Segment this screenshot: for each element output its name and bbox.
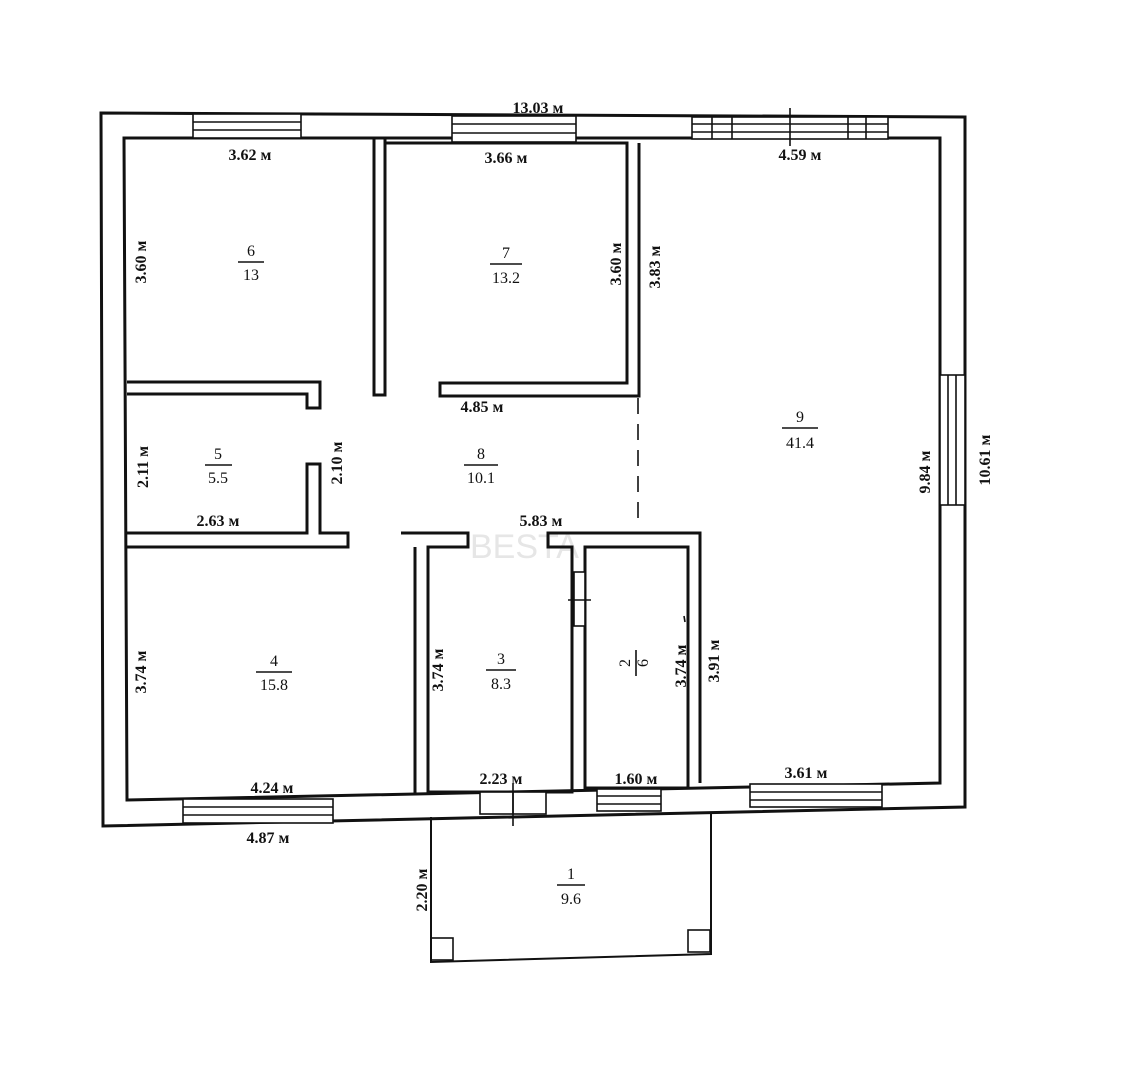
tick-mark bbox=[683, 615, 686, 623]
dim-room3-height: 3.74 м bbox=[430, 648, 447, 691]
outer-wall-outer bbox=[99, 111, 967, 828]
window-bottom-room9 bbox=[749, 783, 883, 808]
dim-top-total: 13.03 м bbox=[513, 100, 564, 117]
door-entrance bbox=[479, 784, 547, 826]
wall-room7 bbox=[385, 141, 641, 398]
room-number: 8 bbox=[477, 446, 485, 463]
room-number: 2 bbox=[617, 659, 634, 667]
dim-room5-width: 2.63 м bbox=[197, 513, 240, 530]
room-area: 13.2 bbox=[492, 270, 520, 287]
porch-post-right bbox=[687, 929, 711, 953]
dim-room9-lower: 3.91 м bbox=[706, 639, 723, 682]
dim-room9-width: 4.59 м bbox=[779, 147, 822, 164]
wall-room3 bbox=[401, 531, 702, 794]
room-number: 4 bbox=[270, 653, 278, 670]
window-bottom-room4 bbox=[182, 798, 334, 824]
window-top-room7 bbox=[451, 115, 577, 143]
window-top-room9 bbox=[691, 108, 889, 146]
dim-room7-width: 3.66 м bbox=[485, 150, 528, 167]
dim-room9-bottom: 3.61 м bbox=[785, 765, 828, 782]
wall-room6-bottom bbox=[127, 380, 322, 410]
wall-room2 bbox=[583, 545, 690, 790]
room-area: 6 bbox=[635, 659, 652, 667]
dim-corridor-lower: 5.83 м bbox=[520, 513, 563, 530]
dim-room4-width: 4.24 м bbox=[251, 780, 294, 797]
dim-corridor-width: 4.85 м bbox=[461, 399, 504, 416]
porch-post-left bbox=[430, 937, 454, 961]
dim-room2-width: 1.60 м bbox=[615, 771, 658, 788]
room-area: 8.3 bbox=[491, 676, 511, 693]
dim-room3-width: 2.23 м bbox=[480, 771, 523, 788]
dim-room6-width: 3.62 м bbox=[229, 147, 272, 164]
room-number: 7 bbox=[502, 245, 510, 262]
room-number: 9 bbox=[796, 409, 804, 426]
dim-room5-side: 2.10 м bbox=[329, 441, 346, 484]
room-number: 1 bbox=[567, 866, 575, 883]
window-right-room9 bbox=[939, 374, 966, 506]
dim-bottom-left: 4.87 м bbox=[247, 830, 290, 847]
room-area: 10.1 bbox=[467, 470, 495, 487]
door-room2 bbox=[568, 571, 591, 627]
room-number: 3 bbox=[497, 651, 505, 668]
dim-room7-height: 3.60 м bbox=[608, 242, 625, 285]
dim-room6-height: 3.60 м bbox=[133, 240, 150, 283]
room-area: 5.5 bbox=[208, 470, 228, 487]
dim-room5-height: 2.11 м bbox=[135, 446, 152, 488]
outer-wall-inner bbox=[122, 136, 942, 802]
room-area: 41.4 bbox=[786, 435, 814, 452]
dim-right-total: 10.61 м bbox=[977, 434, 994, 485]
room-area: 15.8 bbox=[260, 677, 288, 694]
wall-room5 bbox=[127, 462, 350, 549]
porch-outline bbox=[430, 812, 712, 964]
dim-room9-height: 9.84 м bbox=[917, 450, 934, 493]
dim-room2-height: 3.74 м bbox=[673, 644, 690, 687]
window-bottom-room2 bbox=[596, 788, 662, 812]
room-area: 9.6 bbox=[561, 891, 581, 908]
room-number: 5 bbox=[214, 446, 222, 463]
room-number: 6 bbox=[247, 243, 255, 260]
window-top-room6 bbox=[192, 113, 302, 139]
dim-porch-depth: 2.20 м bbox=[414, 868, 431, 911]
room-area: 13 bbox=[243, 267, 259, 284]
dim-room9-upper: 3.83 м bbox=[647, 245, 664, 288]
dim-room4-height: 3.74 м bbox=[133, 650, 150, 693]
